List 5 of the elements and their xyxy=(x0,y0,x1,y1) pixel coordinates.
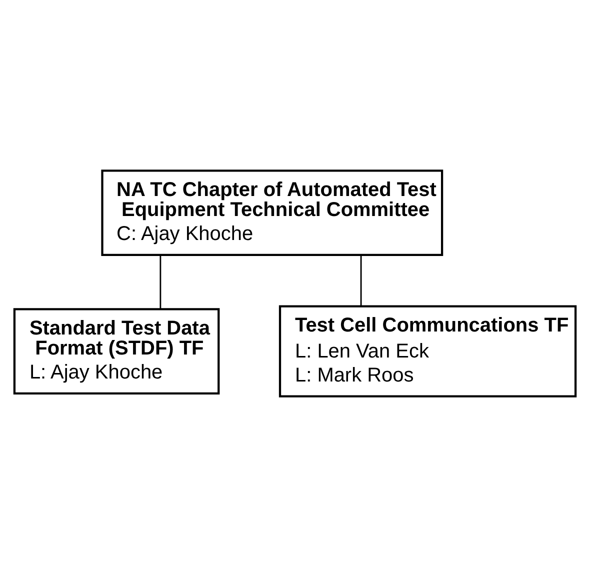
connector xyxy=(160,255,162,309)
connector xyxy=(360,255,362,306)
node-box: Test Cell Communcations TF L: Len Van Eck L: Mark Roos xyxy=(278,305,577,398)
node-box: NA TC Chapter of Automated Test Equipment Technical Committee C: Ajay Khoche xyxy=(101,170,444,256)
node-box: Standard Test Data Format (STDF) TF L: Ajay Khoche xyxy=(13,308,220,394)
